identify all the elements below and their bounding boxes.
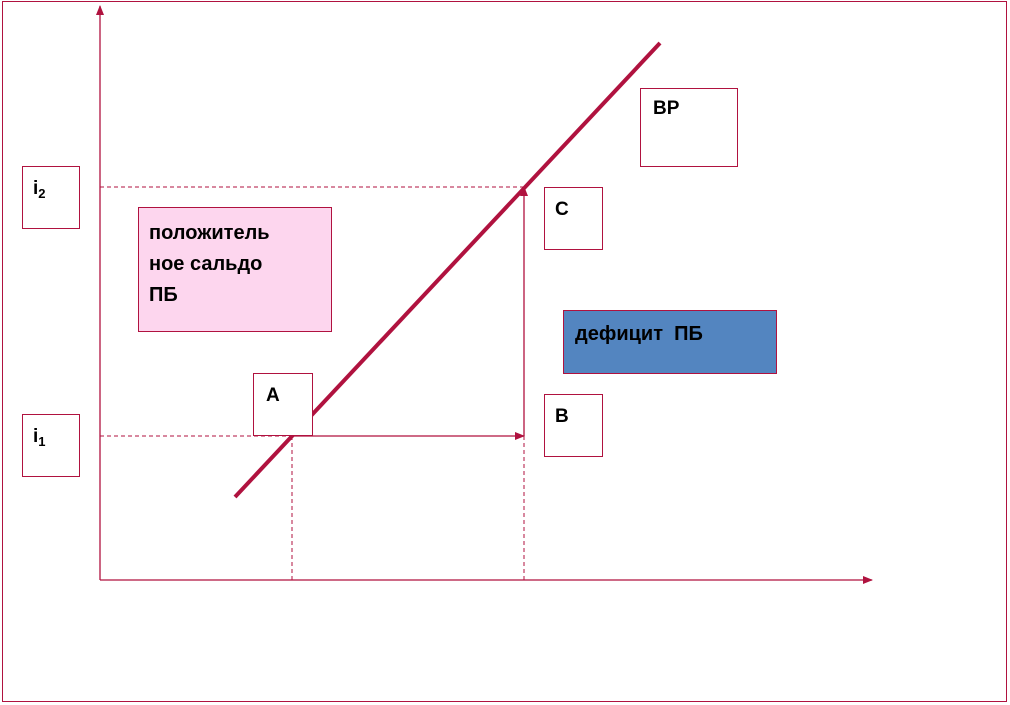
deficit-label: дефицит ПБ (575, 323, 703, 345)
positive-balance-label: положитель ное сальдо ПБ (149, 222, 270, 306)
bp-label: BP (653, 98, 680, 119)
deficit-box: дефицит ПБ (563, 310, 777, 374)
i1-label-box: i1 (22, 414, 80, 477)
point-a-label: A (266, 385, 280, 406)
point-a-box: A (253, 373, 313, 436)
point-c-label: C (555, 199, 569, 220)
positive-balance-box: положитель ное сальдо ПБ (138, 207, 332, 332)
point-c-box: C (544, 187, 603, 250)
i1-label: i1 (33, 426, 46, 449)
i2-label-box: i2 (22, 166, 80, 229)
bp-label-box: BP (640, 88, 738, 167)
point-b-box: B (544, 394, 603, 457)
point-b-label: B (555, 406, 569, 427)
i2-label: i2 (33, 178, 46, 201)
